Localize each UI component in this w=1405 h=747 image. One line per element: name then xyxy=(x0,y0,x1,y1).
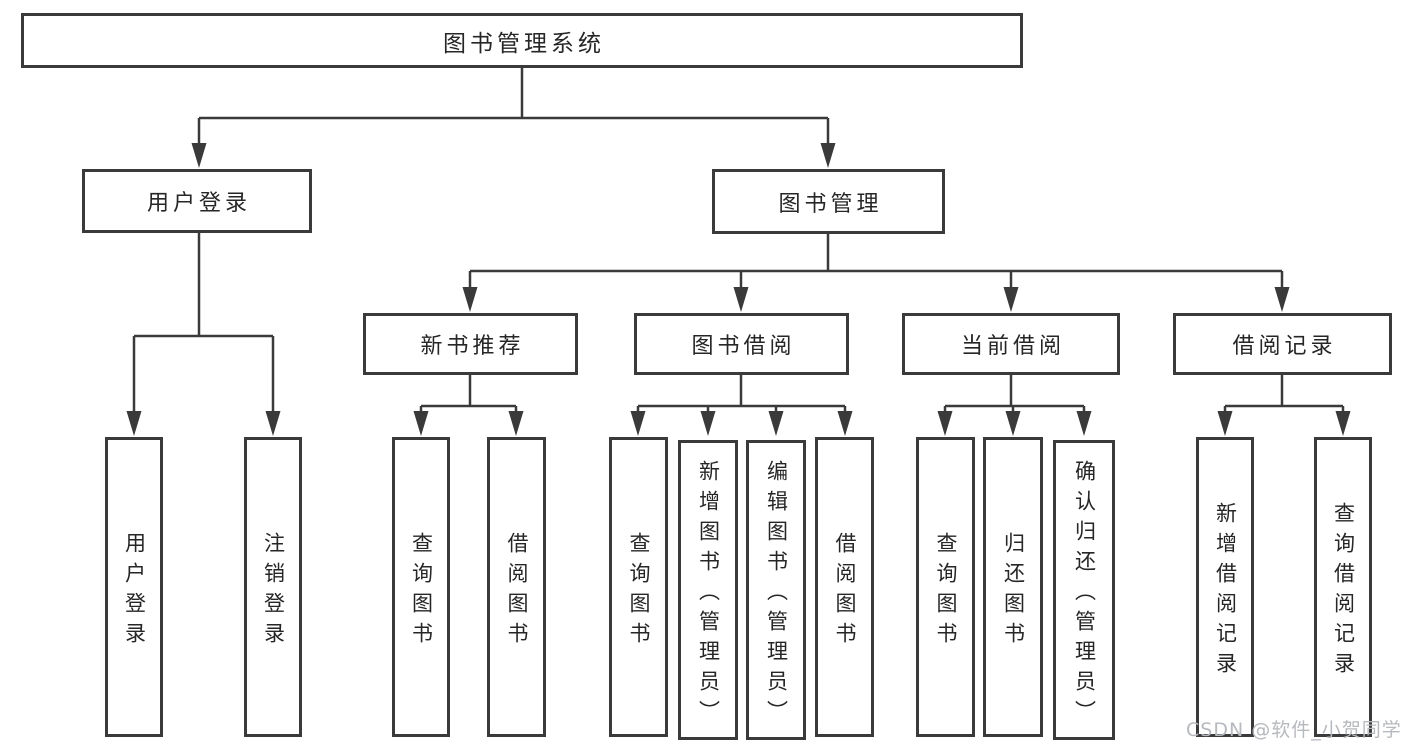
arrowhead xyxy=(837,411,853,436)
connector-records-to-leaves xyxy=(1223,375,1345,418)
arrowhead xyxy=(820,143,836,168)
connector-bookmgmt-to-level3 xyxy=(468,234,1284,294)
leaf-records-query-label: 查询借阅记录 xyxy=(1331,501,1356,682)
arrowhead xyxy=(1005,411,1021,436)
arrowhead xyxy=(413,411,429,436)
leaf-borrow-borrow-book: 借阅图书 xyxy=(815,437,874,737)
leaf-current-confirm-return-label: 确认归还（管理员） xyxy=(1072,459,1097,730)
leaf-borrow-edit-book: 编辑图书（管理员） xyxy=(746,440,806,740)
node-book-management-label: 图书管理 xyxy=(778,191,883,217)
leaf-current-query-book: 查询图书 xyxy=(916,437,975,737)
connector-root-to-level2 xyxy=(197,68,830,150)
node-current-borrow-label: 当前借阅 xyxy=(960,334,1065,359)
leaf-borrow-query-book-label: 查询图书 xyxy=(627,531,651,652)
arrowhead xyxy=(462,287,478,312)
leaf-rec-query-book-label: 查询图书 xyxy=(409,531,434,652)
leaf-records-add: 新增借阅记录 xyxy=(1196,437,1254,737)
arrowhead xyxy=(768,411,784,436)
node-book-borrow: 图书借阅 xyxy=(634,313,849,375)
arrowhead xyxy=(733,287,749,312)
leaf-current-query-book-label: 查询图书 xyxy=(934,531,958,652)
leaf-borrow-edit-book-label: 编辑图书（管理员） xyxy=(764,459,789,730)
arrowhead xyxy=(265,411,281,436)
connector-userlogin-to-leaves xyxy=(132,233,275,418)
csdn-watermark: CSDN @软件_小贺同学 xyxy=(1186,719,1402,741)
node-user-login-branch: 用户登录 xyxy=(82,169,312,233)
leaf-borrow-add-book-label: 新增图书（管理员） xyxy=(696,459,721,730)
leaf-user-login-label: 用户登录 xyxy=(122,531,147,652)
leaf-logout-label: 注销登录 xyxy=(261,531,286,652)
arrowhead xyxy=(1335,411,1351,436)
leaf-user-login: 用户登录 xyxy=(105,437,163,737)
arrowhead xyxy=(700,411,716,436)
leaf-records-query: 查询借阅记录 xyxy=(1314,437,1372,737)
node-user-login-branch-label: 用户登录 xyxy=(146,191,251,216)
leaf-logout: 注销登录 xyxy=(244,437,302,737)
leaf-rec-borrow-book: 借阅图书 xyxy=(487,437,546,737)
node-new-book-recommend-label: 新书推荐 xyxy=(420,334,525,359)
leaf-borrow-add-book: 新增图书（管理员） xyxy=(678,440,738,740)
leaf-rec-borrow-book-label: 借阅图书 xyxy=(505,531,529,652)
node-new-book-recommend: 新书推荐 xyxy=(363,313,578,375)
leaf-records-add-label: 新增借阅记录 xyxy=(1213,501,1238,682)
arrowhead xyxy=(191,143,207,168)
arrowhead xyxy=(1217,411,1233,436)
leaf-borrow-borrow-book-label: 借阅图书 xyxy=(833,531,857,652)
arrowhead xyxy=(1076,411,1092,436)
arrowhead xyxy=(126,411,142,436)
arrowhead xyxy=(1003,287,1019,312)
arrowhead xyxy=(1274,287,1290,312)
arrowhead xyxy=(630,411,646,436)
leaf-borrow-query-book: 查询图书 xyxy=(609,437,668,737)
leaf-current-confirm-return: 确认归还（管理员） xyxy=(1053,440,1115,740)
node-book-borrow-label: 图书借阅 xyxy=(691,334,796,359)
connector-newbook-to-leaves xyxy=(419,375,518,418)
arrowheads xyxy=(126,143,1351,436)
node-current-borrow: 当前借阅 xyxy=(902,313,1120,375)
node-book-management: 图书管理 xyxy=(712,169,945,234)
node-root: 图书管理系统 xyxy=(21,13,1023,68)
node-borrow-records-label: 借阅记录 xyxy=(1232,334,1337,359)
connector-borrow-to-leaves xyxy=(636,375,847,418)
leaf-current-return-book: 归还图书 xyxy=(983,437,1043,737)
node-root-label: 图书管理系统 xyxy=(443,30,605,57)
arrowhead xyxy=(937,411,953,436)
leaf-current-return-book-label: 归还图书 xyxy=(1001,531,1026,652)
arrowhead xyxy=(508,411,524,436)
leaf-rec-query-book: 查询图书 xyxy=(392,437,450,737)
node-borrow-records: 借阅记录 xyxy=(1173,313,1392,375)
